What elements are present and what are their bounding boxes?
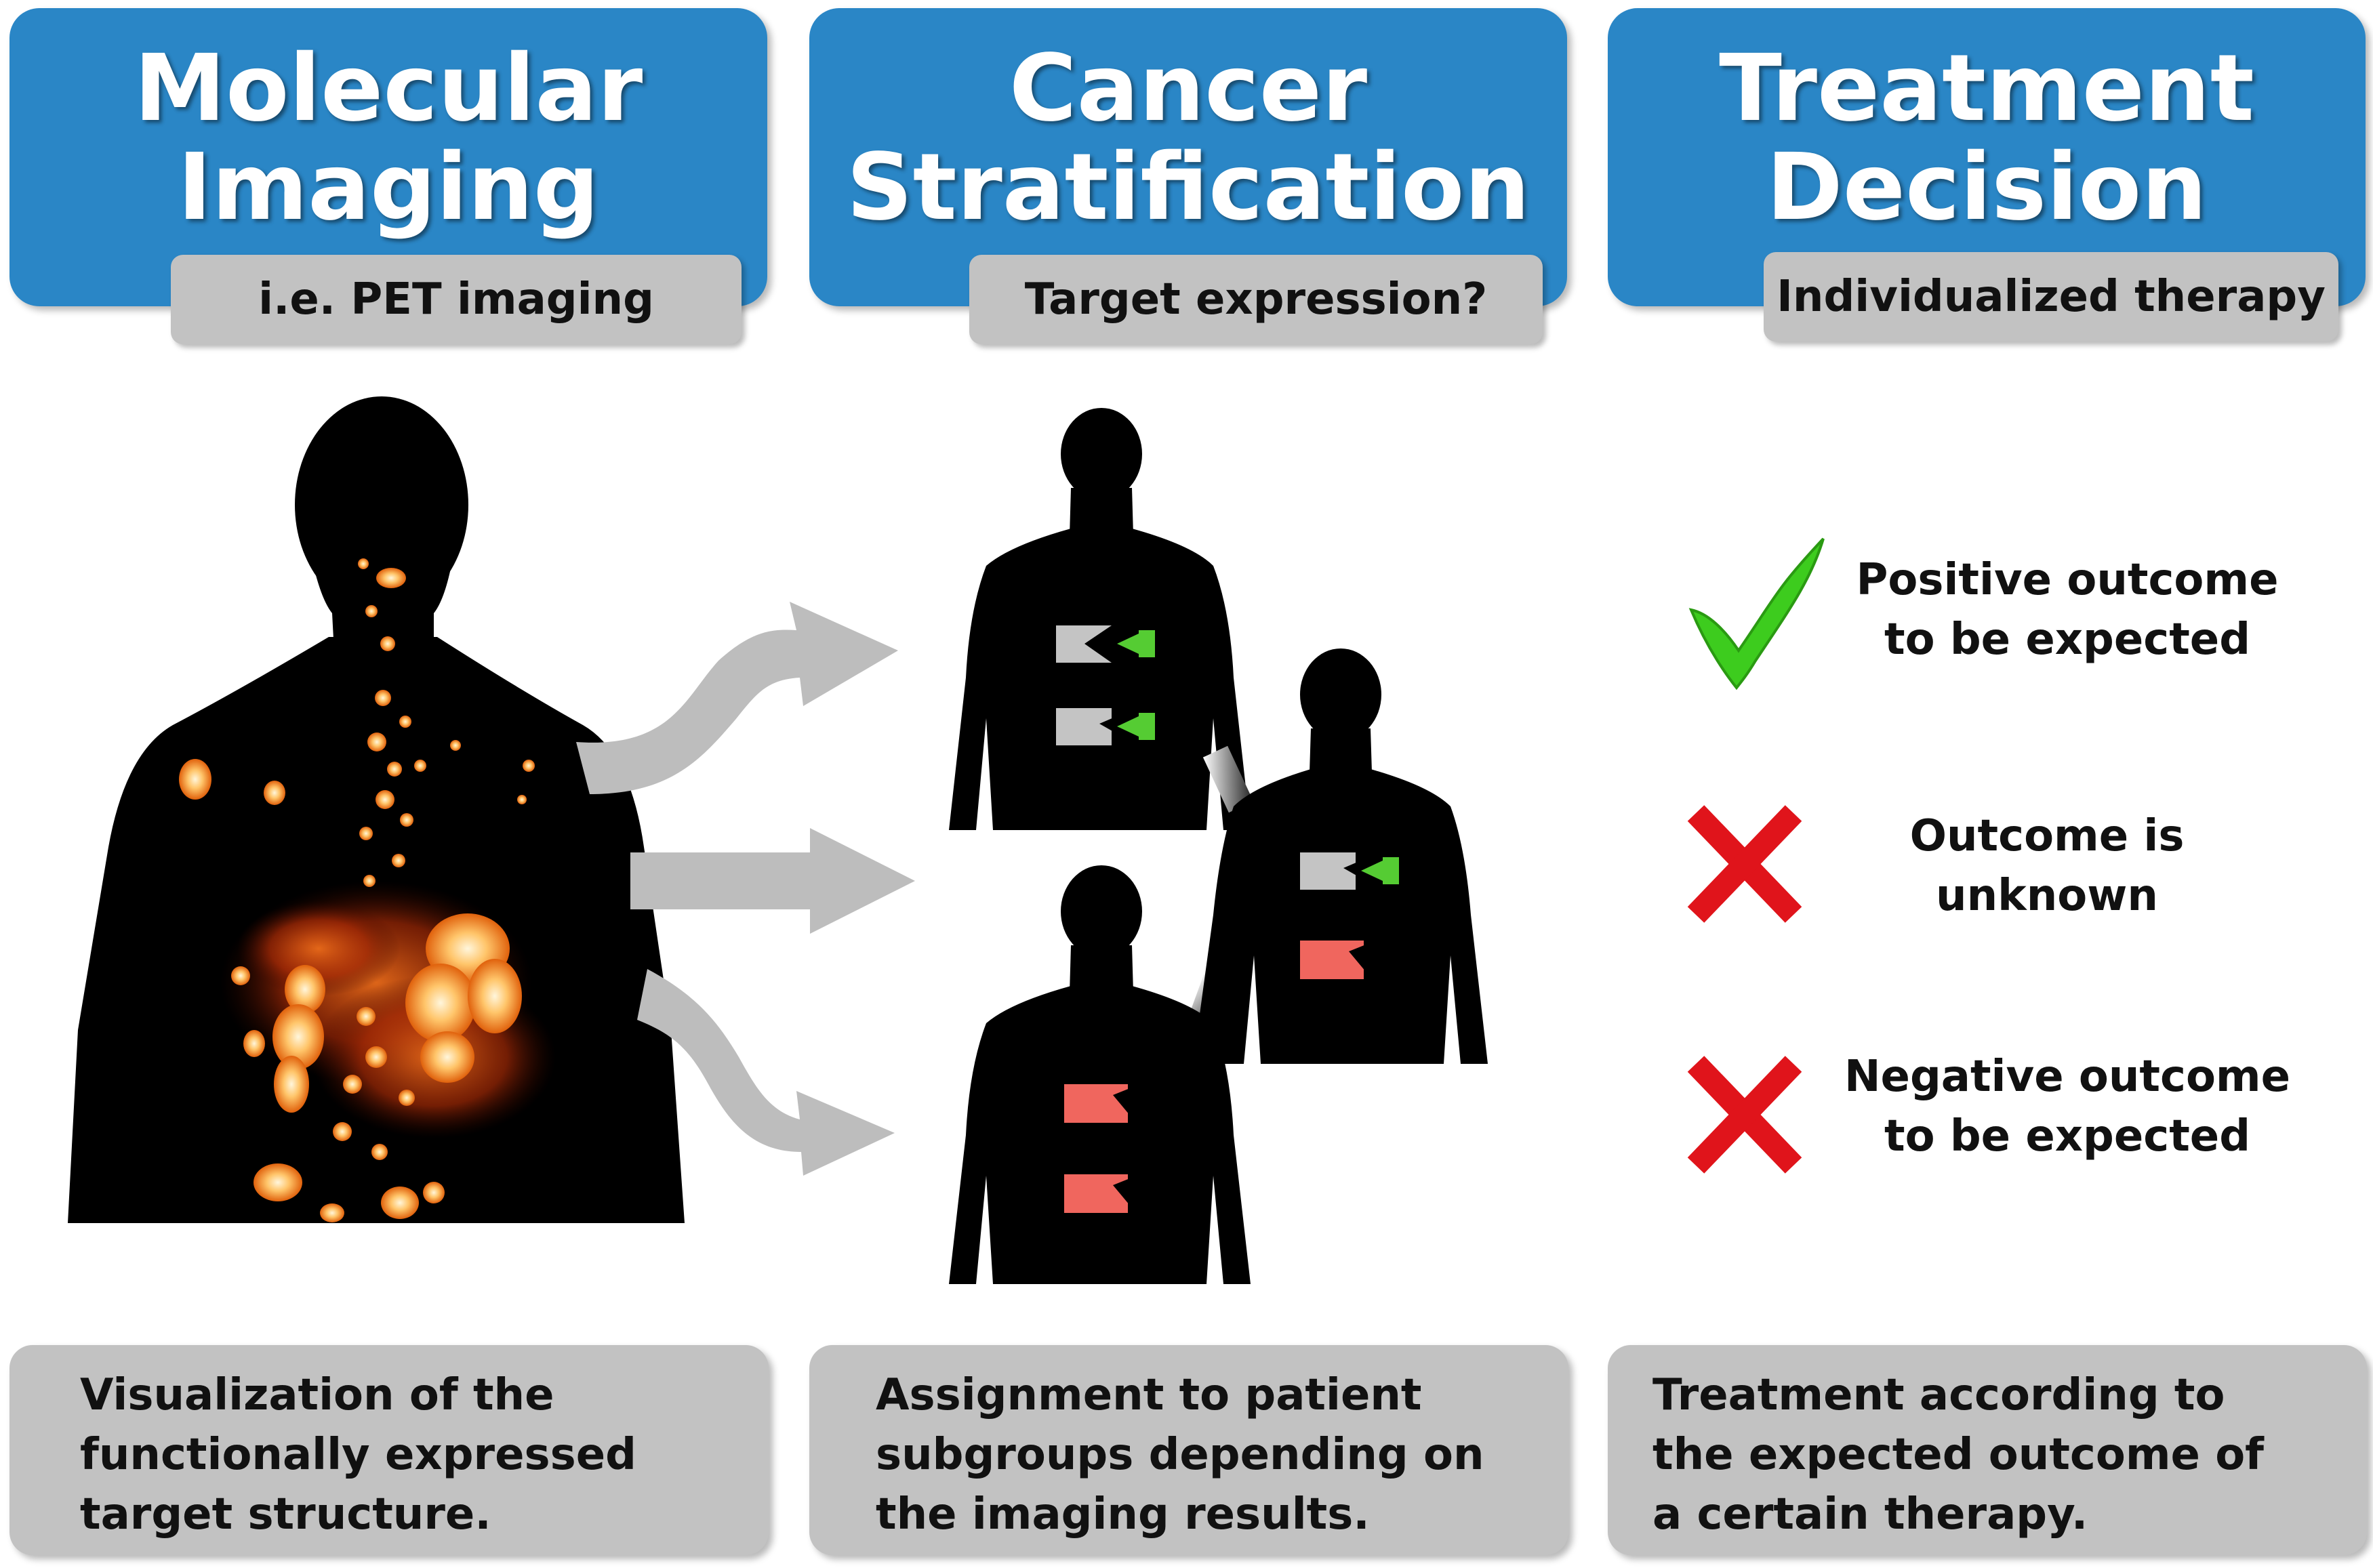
header-title: Treatment Decision <box>1719 35 2254 241</box>
green-ligand-icon <box>1361 857 1399 884</box>
description-text: Visualization of the functionally expres… <box>80 1370 636 1540</box>
description-text: Assignment to patient subgroups dependin… <box>876 1370 1484 1540</box>
pet-body-silhouette <box>68 396 685 1223</box>
description-box-stratification: Assignment to patient subgroups dependin… <box>809 1345 1568 1555</box>
stratification-arrows <box>576 602 915 1176</box>
red-receptor-icon <box>1064 1084 1130 1123</box>
outcome-positive-text: Positive outcome to be expected <box>1856 555 2279 665</box>
red-x-icon <box>1687 1056 1802 1174</box>
header-title: Cancer Stratification <box>846 35 1530 241</box>
green-ligand-icon <box>1117 630 1155 657</box>
header-treatment-decision: Treatment Decision <box>1608 8 2366 306</box>
patient-silhouette-negative <box>949 865 1251 1284</box>
subtag-target-expression: Target expression? <box>969 255 1543 344</box>
description-box-treatment: Treatment according to the expected outc… <box>1608 1345 2367 1555</box>
red-receptor-icon <box>1300 941 1366 979</box>
connector-fade <box>1202 745 1254 813</box>
patient-silhouette-mixed <box>1193 648 1488 1064</box>
description-box-imaging: Visualization of the functionally expres… <box>9 1345 769 1555</box>
outcome-negative-text: Negative outcome to be expected <box>1844 1052 2291 1161</box>
header-title: Molecular Imaging <box>134 35 643 241</box>
green-check-icon <box>1688 537 1825 690</box>
outcome-unknown-text: Outcome is unknown <box>1909 811 2185 921</box>
patient-silhouette-positive <box>949 408 1251 830</box>
gray-receptor-icon <box>1056 708 1118 745</box>
subtag-individualized-therapy: Individualized therapy <box>1764 252 2338 342</box>
description-text: Treatment according to the expected outc… <box>1652 1370 2264 1540</box>
red-x-icon <box>1687 805 1802 923</box>
subtag-pet-imaging: i.e. PET imaging <box>171 255 742 344</box>
red-receptor-icon <box>1064 1174 1130 1213</box>
green-ligand-icon <box>1117 713 1155 740</box>
pet-uptake-hotspots <box>179 558 535 1222</box>
gray-receptor-icon <box>1300 852 1362 890</box>
gray-receptor-icon <box>1056 625 1118 663</box>
